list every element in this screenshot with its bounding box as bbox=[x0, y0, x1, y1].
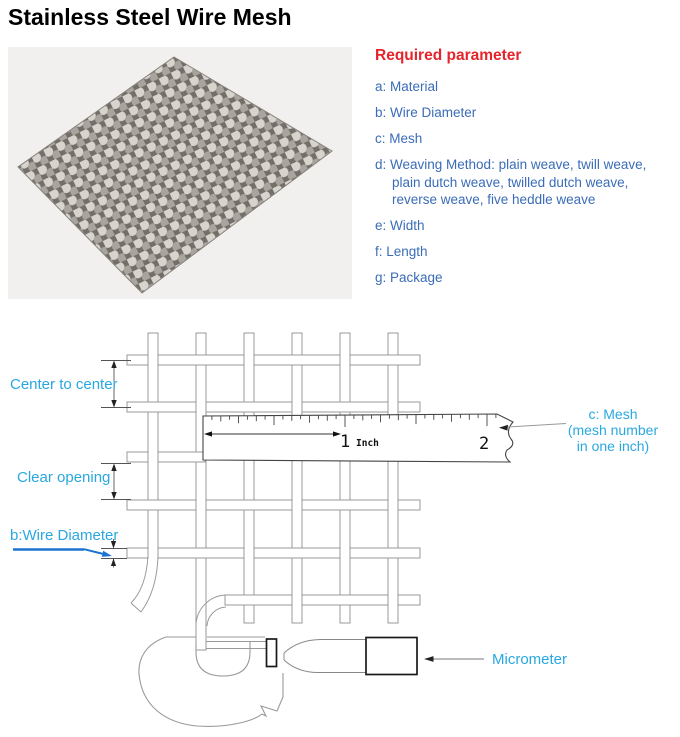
wire-bends bbox=[130, 555, 227, 627]
dimension-lines bbox=[113, 362, 115, 568]
param-item-wire-diameter: b: Wire Diameter bbox=[375, 105, 477, 120]
ruler-mark-1: 1 bbox=[340, 432, 350, 452]
arrowhead-left bbox=[204, 431, 212, 437]
micrometer-leader-arrowhead bbox=[424, 656, 434, 662]
wire-diameter-leader-slant bbox=[83, 548, 107, 556]
micrometer-lock-nut bbox=[265, 638, 278, 668]
param-item-length: f: Length bbox=[375, 244, 428, 259]
arrowhead-up bbox=[111, 360, 117, 368]
param-item-mesh: c: Mesh bbox=[375, 131, 423, 146]
mesh-leader-arrowhead bbox=[499, 424, 508, 431]
page-title: Stainless Steel Wire Mesh bbox=[8, 4, 292, 30]
label-mesh-line3: in one inch) bbox=[576, 438, 650, 454]
micrometer-barrel bbox=[283, 639, 366, 674]
label-center-to-center: Center to center bbox=[10, 376, 118, 393]
arrowhead-right bbox=[333, 431, 341, 437]
micrometer-thimble bbox=[365, 636, 418, 676]
label-micrometer: Micrometer bbox=[492, 651, 568, 668]
ruler-tick-marks bbox=[211, 414, 497, 427]
param-item-material: a: Material bbox=[375, 79, 439, 94]
required-parameters: Required parameter a: Material b: Wire D… bbox=[375, 47, 675, 295]
micrometer-spindle-lines bbox=[206, 641, 266, 649]
param-item-weaving-method: d: Weaving Method: plain weave, twill we… bbox=[375, 157, 647, 207]
arrowhead-down bbox=[111, 492, 117, 500]
label-clear-opening: Clear opening bbox=[17, 469, 111, 486]
arrowhead-down bbox=[110, 541, 117, 549]
bottom-wire-elbow bbox=[195, 594, 227, 627]
param-item-package: g: Package bbox=[375, 270, 443, 285]
mesh-leader-line bbox=[499, 423, 567, 428]
ruler-unit-label: Inch bbox=[356, 438, 379, 449]
label-mesh: c: Mesh (mesh number in one inch) bbox=[552, 406, 674, 454]
ruler-mark-2: 2 bbox=[479, 434, 489, 454]
micrometer-drawing bbox=[138, 636, 418, 727]
product-photo bbox=[8, 47, 352, 299]
label-mesh-line2: (mesh number bbox=[567, 422, 659, 438]
micrometer-frame bbox=[138, 636, 284, 727]
left-wire-bend bbox=[130, 555, 159, 613]
ruler-body bbox=[202, 413, 514, 463]
ruler-drawing: 1 Inch 2 bbox=[202, 413, 514, 463]
mesh-grid-drawing bbox=[126, 332, 421, 651]
dimension-annotations bbox=[13, 360, 567, 662]
param-item-width: e: Width bbox=[375, 218, 425, 233]
wire-diameter-arrowhead bbox=[101, 550, 112, 557]
label-mesh-line1: c: Mesh bbox=[588, 406, 638, 422]
parameters-heading: Required parameter bbox=[375, 47, 522, 64]
arrowhead-up bbox=[110, 558, 117, 566]
arrowhead-down bbox=[111, 400, 117, 408]
label-wire-diameter: b:Wire Diameter bbox=[10, 527, 119, 544]
extension-lines bbox=[101, 360, 131, 559]
mesh-sample-image bbox=[17, 56, 333, 294]
arrowhead-up bbox=[111, 463, 117, 471]
